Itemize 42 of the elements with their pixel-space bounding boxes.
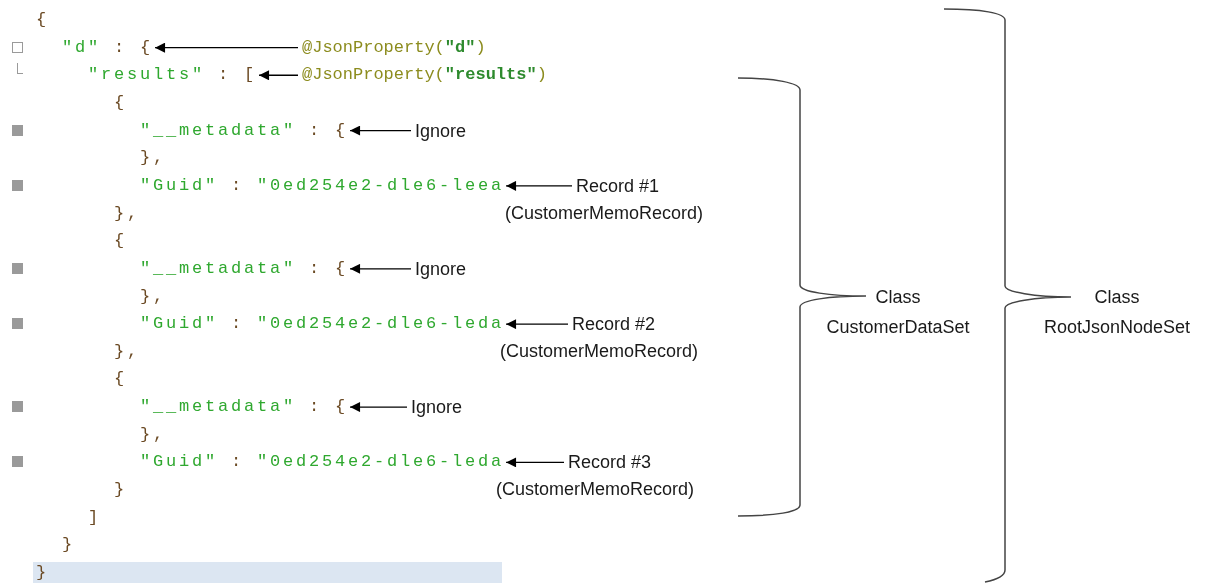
code-line: } xyxy=(36,562,49,583)
code-line: "__metadata" : { xyxy=(140,254,349,283)
annotation-caption: (CustomerMemoRecord) xyxy=(500,339,699,363)
code-line: }, xyxy=(140,147,166,170)
code-line: "d" : { xyxy=(62,33,154,62)
code-line: }, xyxy=(140,423,166,446)
annotation-text: Record #3 xyxy=(568,448,652,477)
arrow xyxy=(349,125,412,136)
code-line: }, xyxy=(114,202,140,225)
code-line: "Guid" : "0ed254e2-dle6-leea xyxy=(140,171,505,200)
arrow xyxy=(505,457,565,468)
annotation-caption: (CustomerMemoRecord) xyxy=(496,478,695,502)
code-line: "Guid" : "0ed254e2-dle6-leda xyxy=(140,448,505,477)
code-line: "Guid" : "0ed254e2-dle6-leda xyxy=(140,310,505,339)
code-line: } xyxy=(114,479,127,502)
code-line: }, xyxy=(140,285,166,308)
code-line: "__metadata" : { xyxy=(140,393,349,422)
arrow xyxy=(505,180,573,191)
code-line: ] xyxy=(88,506,101,529)
code-line: { xyxy=(114,91,127,114)
class-label: Class CustomerDataSet xyxy=(825,286,971,339)
code-line: { xyxy=(114,368,127,391)
annotation-code: @JsonProperty("results") xyxy=(302,61,547,90)
arrow xyxy=(505,319,569,330)
code-line: } xyxy=(62,534,75,557)
annotation-caption: (CustomerMemoRecord) xyxy=(505,201,704,225)
annotation-code: @JsonProperty("d") xyxy=(302,33,486,62)
code-line: "__metadata" : { xyxy=(140,116,349,145)
arrow xyxy=(154,42,299,53)
arrow xyxy=(349,402,408,413)
annotation-text: Ignore xyxy=(415,254,467,283)
annotation-text: Ignore xyxy=(415,116,467,145)
code-line: { xyxy=(114,230,127,253)
code-line: "results" : [ xyxy=(88,61,258,90)
annotation-text: Record #2 xyxy=(572,310,656,339)
arrow xyxy=(258,70,299,81)
class-label: Class RootJsonNodeSet xyxy=(1042,286,1192,339)
code-line: }, xyxy=(114,340,140,363)
code-line: { xyxy=(36,9,49,31)
annotation-text: Ignore xyxy=(411,393,463,422)
annotation-text: Record #1 xyxy=(576,171,660,200)
arrow xyxy=(349,263,412,274)
